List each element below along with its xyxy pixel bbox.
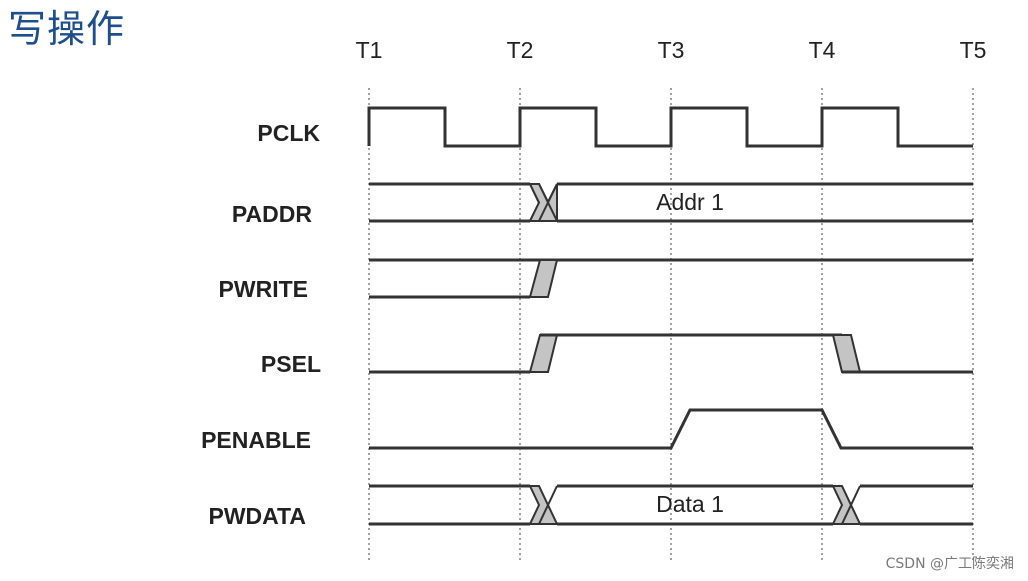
psel-rise-transition	[528, 334, 559, 373]
paddr-waveform: Addr 1	[369, 182, 973, 223]
watermark: CSDN @广工陈奕湘	[885, 556, 1014, 572]
signal-label-pwrite: PWRITE	[219, 276, 308, 302]
signal-label-pwdata: PWDATA	[208, 503, 306, 529]
pwdata-value: Data 1	[656, 491, 724, 517]
pwrite-waveform	[369, 258, 973, 299]
paddr-value: Addr 1	[656, 189, 724, 215]
psel-waveform	[369, 333, 973, 374]
pwdata-transition-end	[831, 485, 862, 525]
paddr-transition-x	[528, 183, 559, 222]
signal-label-psel: PSEL	[261, 351, 321, 377]
signal-label-paddr: PADDR	[232, 201, 312, 227]
pclk-wave	[367, 106, 973, 148]
pwdata-waveform: Data 1	[369, 484, 973, 526]
time-markers: T1 T2 T3 T4 T5	[356, 37, 987, 63]
pwdata-transition-start	[528, 485, 559, 525]
time-marker-t3: T3	[658, 37, 685, 63]
pwrite-transition	[528, 259, 559, 298]
pclk-waveform	[367, 106, 973, 148]
time-marker-t1: T1	[356, 37, 383, 63]
time-marker-t4: T4	[809, 37, 836, 63]
signal-label-penable: PENABLE	[201, 427, 311, 453]
psel-fall-transition	[831, 334, 862, 373]
signal-label-pclk: PCLK	[257, 120, 320, 146]
penable-waveform	[369, 408, 973, 450]
time-gridlines	[368, 88, 974, 560]
time-marker-t5: T5	[960, 37, 987, 63]
penable-wave	[369, 408, 973, 450]
page-title: 写操作	[8, 7, 126, 51]
signal-labels: PCLK PADDR PWRITE PSEL PENABLE PWDATA	[201, 120, 321, 529]
time-marker-t2: T2	[507, 37, 534, 63]
